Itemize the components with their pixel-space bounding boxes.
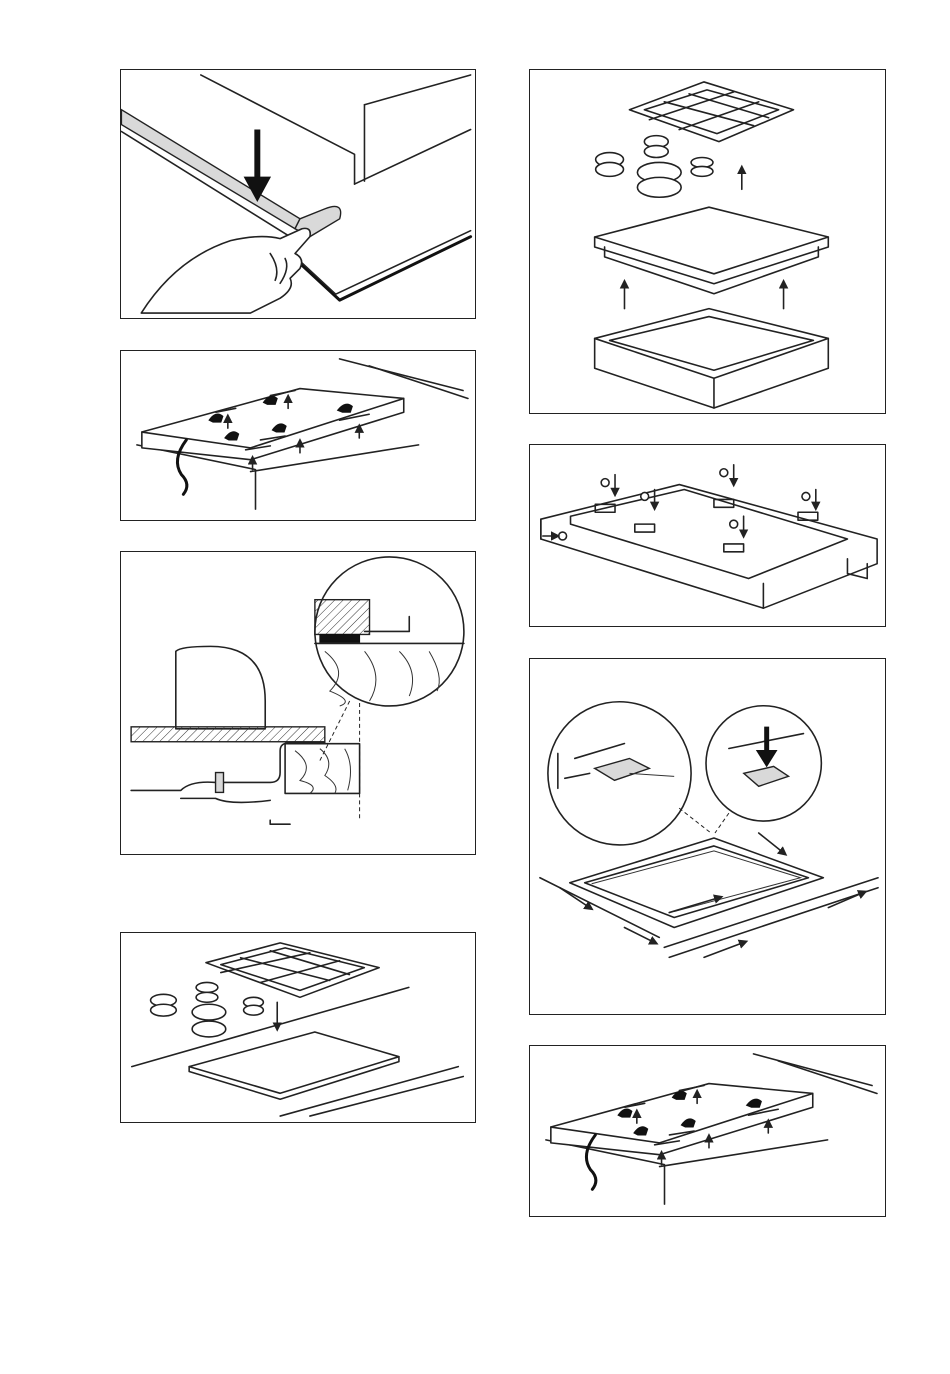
figure-remove-hob <box>529 69 886 414</box>
fixing-brackets-illustration <box>121 351 475 520</box>
figure-clamp-section <box>120 551 476 855</box>
clamp-section-illustration <box>121 552 475 854</box>
seal-strip-illustration <box>121 70 475 318</box>
figure-cutout-dimensions <box>529 658 886 1015</box>
figure-fixing-brackets <box>120 350 476 521</box>
figure-place-hob <box>120 932 476 1123</box>
figure-seal-strip <box>120 69 476 319</box>
screw-brackets-illustration <box>530 445 885 626</box>
figure-fixing-brackets-repeat <box>529 1045 886 1217</box>
place-hob-illustration <box>121 933 475 1122</box>
fixing-brackets-repeat-illustration <box>530 1046 885 1216</box>
figure-screw-brackets <box>529 444 886 627</box>
remove-hob-illustration <box>530 70 885 413</box>
cutout-dimensions-illustration <box>530 659 885 1014</box>
